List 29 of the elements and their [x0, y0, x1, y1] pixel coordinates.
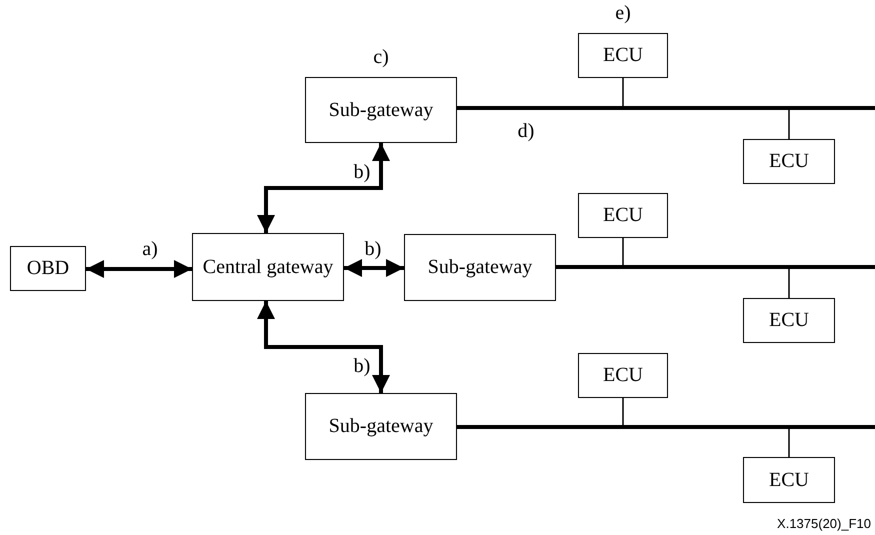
double-arrow [86, 260, 192, 278]
edge-label: b) [354, 356, 370, 376]
connector-line [622, 78, 624, 106]
edge-label: a) [142, 239, 158, 259]
callout-label: c) [373, 47, 389, 67]
double-arrow [257, 143, 390, 233]
callout-label: e) [615, 3, 631, 23]
block-box: Sub-gateway [404, 234, 556, 301]
connector-line [622, 398, 624, 425]
callout-label: d) [518, 121, 534, 141]
connector-line [788, 110, 790, 139]
block-box: ECU [743, 457, 835, 503]
connector-line [622, 238, 624, 265]
block-box: Central gateway [192, 233, 344, 301]
connector-line [788, 269, 790, 298]
edge-label: b) [354, 162, 370, 182]
double-arrow [257, 301, 390, 393]
double-arrow [344, 259, 404, 277]
block-box: OBD [10, 246, 86, 291]
connector-line [788, 429, 790, 457]
block-box: ECU [743, 298, 835, 343]
block-box: ECU [578, 33, 668, 78]
block-box: ECU [578, 193, 668, 238]
edge-label: b) [364, 239, 382, 259]
block-box: ECU [578, 353, 668, 398]
block-box: Sub-gateway [305, 393, 457, 460]
figure-id: X.1375(20)_F10 [777, 516, 871, 531]
block-box: ECU [743, 139, 835, 184]
block-box: Sub-gateway [305, 77, 457, 143]
